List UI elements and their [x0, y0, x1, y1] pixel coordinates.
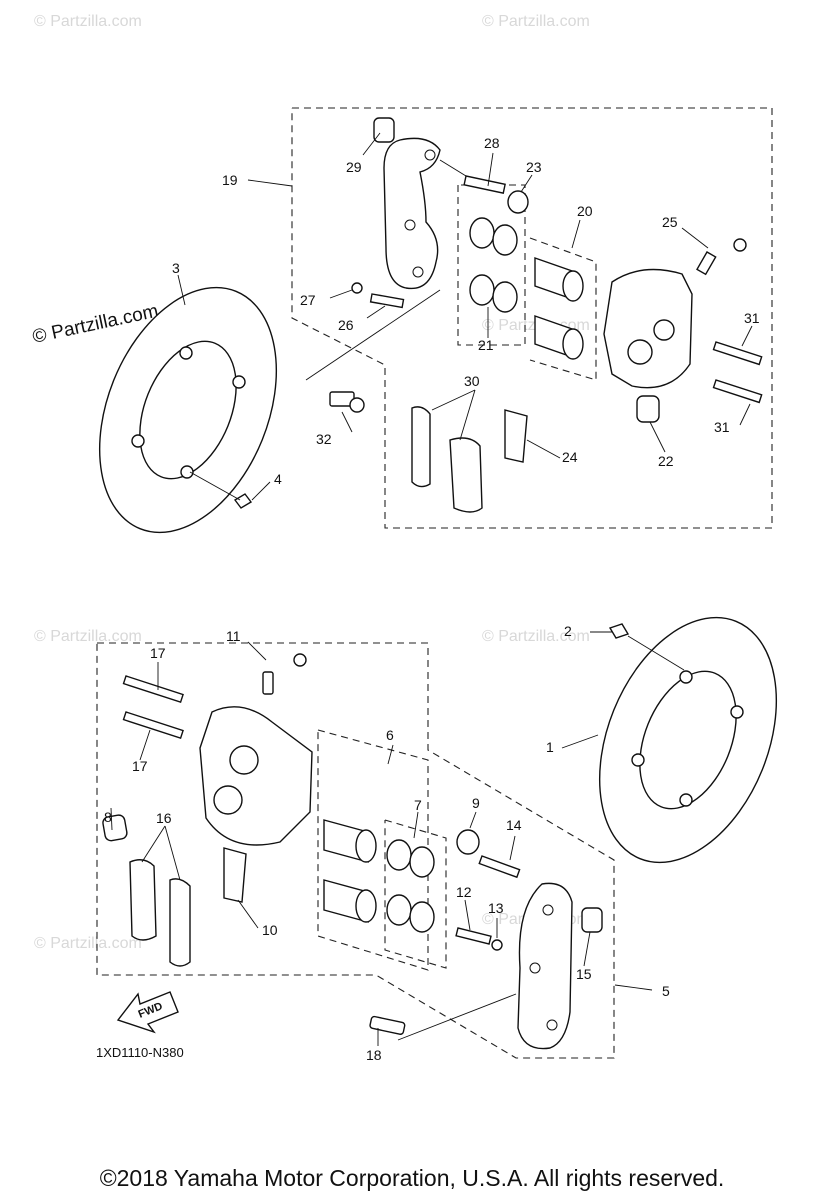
callout-13: 13 — [488, 900, 504, 916]
copyright-notice: ©2018 Yamaha Motor Corporation, U.S.A. A… — [99, 1165, 725, 1191]
brake-disc-bottom — [598, 616, 778, 864]
bleed-screw-25 — [696, 238, 747, 276]
pin-29 — [373, 117, 395, 143]
callout-29: 29 — [346, 159, 362, 175]
pin-15 — [581, 907, 603, 933]
callout-17b: 17 — [132, 758, 148, 774]
forward-arrow-icon: FWD — [116, 991, 179, 1034]
pin-22 — [636, 395, 660, 423]
caliper-body-top — [603, 268, 693, 389]
brake-pads-top — [411, 406, 483, 513]
callout-10: 10 — [262, 922, 278, 938]
bolt-28 — [439, 159, 506, 194]
shim-10 — [223, 847, 247, 903]
pin-8 — [102, 814, 128, 842]
callout-16: 16 — [156, 810, 172, 826]
nut-9 — [456, 829, 480, 855]
watermark: © Partzilla.com — [482, 13, 590, 30]
bolt-18 — [369, 1015, 406, 1035]
pin-bolt-17a — [122, 675, 184, 704]
callout-32: 32 — [316, 431, 332, 447]
callout-7: 7 — [414, 797, 422, 813]
callout-23: 23 — [526, 159, 542, 175]
callout-3: 3 — [172, 260, 180, 276]
shim-24 — [504, 409, 528, 463]
pin-12 — [455, 927, 492, 945]
bolt-14 — [478, 855, 521, 879]
callout-30: 30 — [464, 373, 480, 389]
brake-disc-top — [98, 286, 278, 534]
watermark: © Partzilla.com — [34, 13, 142, 30]
callout-12: 12 — [456, 884, 472, 900]
bolt-32 — [329, 391, 365, 413]
brake-pads-bottom — [129, 859, 191, 967]
disc-bolt-2 — [608, 623, 685, 671]
pin-bolt-31a — [712, 341, 763, 366]
leader-lines — [110, 132, 753, 1046]
callout-17a: 17 — [150, 645, 166, 661]
callout-11: 11 — [226, 628, 241, 644]
boot-13 — [491, 939, 503, 951]
callout-22: 22 — [658, 453, 674, 469]
piston-set-bottom — [323, 819, 377, 923]
callout-24: 24 — [562, 449, 578, 465]
piston-seal-kit-top — [469, 217, 518, 313]
pin-bolt-31b — [712, 379, 763, 404]
diagram-code: 1XD1110-N380 — [96, 1045, 184, 1060]
callout-4: 4 — [274, 471, 282, 487]
callout-27: 27 — [300, 292, 316, 308]
callout-5: 5 — [662, 983, 670, 999]
callout-9: 9 — [472, 795, 480, 811]
caliper-body-bottom — [199, 706, 313, 846]
callout-2: 2 — [564, 623, 572, 639]
bleed-screw-11 — [262, 653, 307, 695]
callout-8: 8 — [104, 809, 112, 825]
nut-23 — [507, 190, 529, 214]
disc-bolt-4 — [189, 471, 253, 509]
pin-bolt-17b — [122, 711, 184, 740]
callout-6: 6 — [386, 727, 394, 743]
callout-31a: 31 — [744, 310, 760, 326]
callout-28: 28 — [484, 135, 500, 151]
callout-25: 25 — [662, 214, 678, 230]
callout-31b: 31 — [714, 419, 730, 435]
callout-19: 19 — [222, 172, 238, 188]
callout-1: 1 — [546, 739, 554, 755]
callout-15: 15 — [576, 966, 592, 982]
callout-18: 18 — [366, 1047, 382, 1063]
callout-20: 20 — [577, 203, 593, 219]
piston-set-top — [534, 257, 584, 360]
watermark: © Partzilla.com — [34, 935, 142, 952]
watermark: © Partzilla.com — [34, 628, 142, 645]
caliper-bracket-bottom — [517, 882, 573, 1050]
callout-14: 14 — [506, 817, 522, 833]
caliper-bracket-top — [383, 137, 441, 290]
callout-21: 21 — [478, 337, 494, 353]
pin-26 — [369, 293, 405, 309]
boot-27 — [351, 282, 363, 294]
piston-seal-kit-bottom — [386, 839, 435, 933]
callout-labels: 1 2 3 4 5 6 7 8 9 10 11 12 13 14 15 16 1… — [104, 135, 760, 1063]
callout-26: 26 — [338, 317, 354, 333]
watermark: © Partzilla.com — [482, 628, 590, 645]
